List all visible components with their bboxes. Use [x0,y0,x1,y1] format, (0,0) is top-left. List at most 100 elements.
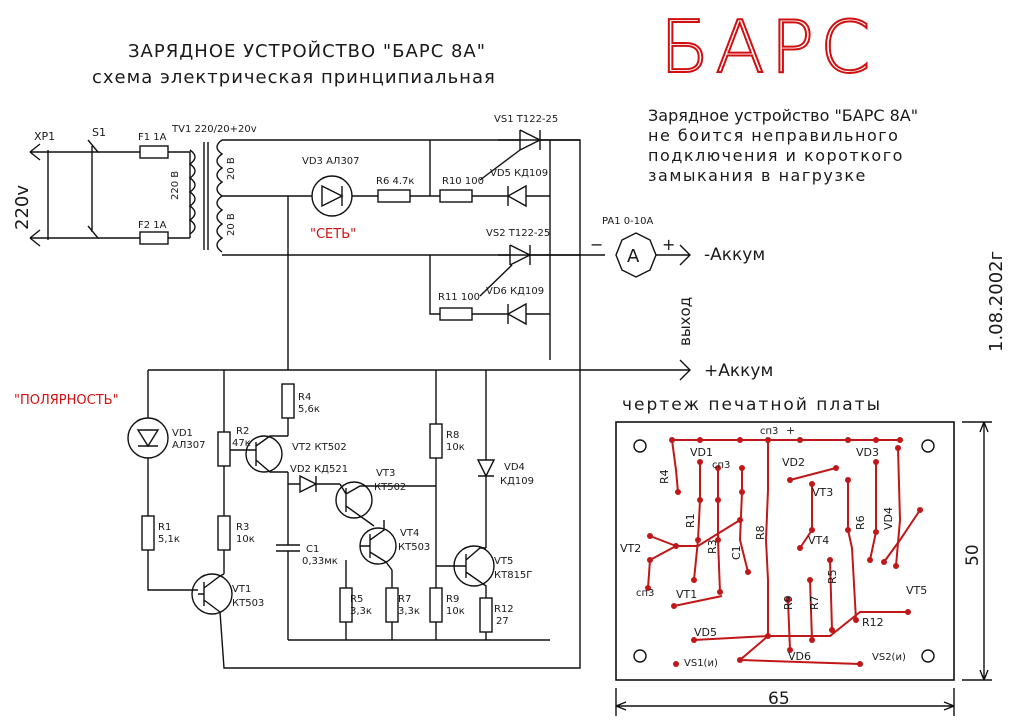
c1-label: C1 [306,544,319,555]
date-label: 1.08.2002г [986,251,1007,352]
pcb-width: 65 [768,689,790,709]
pcb-pads [645,437,923,667]
vd5-label: VD5 КД109 [490,168,548,179]
title-line1: ЗАРЯДНОЕ УСТРОЙСТВО "БАРС 8А" [128,40,486,62]
pcb-cp3b: сп3 [712,460,730,471]
pcb-vd6: VD6 [788,650,811,663]
vt5-label: VT5 [494,556,513,567]
ammeter-symbol: A [627,246,640,267]
set-label: "СЕТЬ" [310,227,356,242]
mains-wiring [29,139,191,247]
r5-value: 3,3к [350,606,372,617]
r10-label: R10 100 [442,176,484,187]
vd3-label: VD3 АЛ307 [302,156,360,167]
vd1-label: VD1 [172,428,193,439]
vd6-label: VD6 КД109 [486,286,544,297]
pcb-height: 50 [963,544,983,566]
r4-label: R4 [298,392,311,403]
vs1-label: VS1 T122-25 [494,114,558,125]
lower-control-wiring [127,370,581,669]
pcb-vd5: VD5 [694,626,717,639]
transformer-primary-label: 220 В [170,171,181,200]
transformer-sec1-label: 20 В [226,157,237,180]
c1-value: 0,33мк [302,556,338,567]
pa1-label: PA1 0-10A [602,216,653,227]
transformer-label: TV1 220/20+20v [171,124,257,135]
mains-voltage-label: 220v [12,185,33,230]
vt5-type: КТ815Г [494,570,532,581]
r7-value: 3,3к [398,606,420,617]
r5-label: R5 [350,594,363,605]
pcb-r5: R5 [826,569,839,584]
pcb-r3: R3 [706,539,719,554]
r12-label: R12 [494,604,514,615]
r8-value: 10к [446,442,465,453]
r3-value: 10к [236,534,255,545]
pcb-board: 65 50 [615,421,992,716]
output-label: выход [676,297,694,346]
pcb-vt5: VT5 [906,584,927,597]
pcb-vd4: VD4 [882,507,895,530]
r11-label: R11 100 [438,292,480,303]
r9-value: 10к [446,606,465,617]
vt4-type: КТ503 [398,542,430,553]
fuse2-label: F2 1A [138,220,167,231]
ammeter: A [615,232,657,278]
r1-value: 5,1к [158,534,180,545]
upper-power-wiring [287,129,605,650]
description-line2: не боится неправильного [648,126,899,145]
pcb-vs2: VS2(и) [872,652,906,663]
pcb-cp3c: сп3 [636,588,654,599]
pcb-plus: + [786,424,795,437]
vs2-label: VS2 T122-25 [486,228,550,239]
r3-label: R3 [236,522,249,533]
ammeter-plus: + [662,235,675,254]
polarity-label: "ПОЛЯРНОСТЬ" [14,393,119,408]
pcb-r8: R8 [754,525,767,540]
plug-label: XP1 [34,130,55,143]
pcb-vt2: VT2 [620,542,641,555]
vt4-label: VT4 [400,528,419,539]
output-plus-label: +Аккум [704,361,773,381]
pcb-vt3: VT3 [812,486,833,499]
r6-label: R6 4.7к [376,176,414,187]
vd4-label: VD4 [504,462,525,473]
r7-label: R7 [398,594,411,605]
switch-label: S1 [92,126,106,139]
r2-label: R2 [236,426,249,437]
pcb-cp3a: сп3 [760,426,778,437]
fuse1-label: F1 1A [138,132,167,143]
pcb-r12: R12 [862,616,884,629]
vd1-type: АЛ307 [172,440,205,451]
vt2-label: VT2 КТ502 [292,442,347,453]
vd2-label: VD2 КД521 [290,464,348,475]
pcb-r1: R1 [684,513,697,528]
pcb-title: чертеж печатной платы [622,395,882,415]
pcb-r6: R6 [854,515,867,530]
r12-value: 27 [496,616,509,627]
pcb-r7: R7 [808,595,821,610]
pcb-r9: R9 [782,595,795,610]
output-wiring [148,244,691,381]
vt1-type: КТ503 [232,598,264,609]
r4-value: 5,6к [298,404,320,415]
description-line4: замыкания в нагрузке [648,166,867,185]
r8-label: R8 [446,430,459,441]
brand-title: БАРС [660,5,876,89]
title-line2: схема электрическая принципиальная [92,67,496,88]
pcb-vs1: VS1(и) [684,658,718,669]
pcb-c1: C1 [730,545,743,560]
vt1-label: VT1 [232,584,251,595]
vt3-type: КТ502 [374,482,406,493]
pcb-vt4: VT4 [808,534,829,547]
pcb-vd2: VD2 [782,456,805,469]
pcb-vd3: VD3 [856,446,879,459]
transformer-sec2-label: 20 В [226,213,237,236]
ammeter-minus: − [590,235,603,254]
vd4-type: КД109 [500,476,534,487]
pcb-r4: R4 [658,469,671,484]
r1-label: R1 [158,522,171,533]
r9-label: R9 [446,594,459,605]
description-line1: Зарядное устройство "БАРС 8А" [648,106,918,125]
